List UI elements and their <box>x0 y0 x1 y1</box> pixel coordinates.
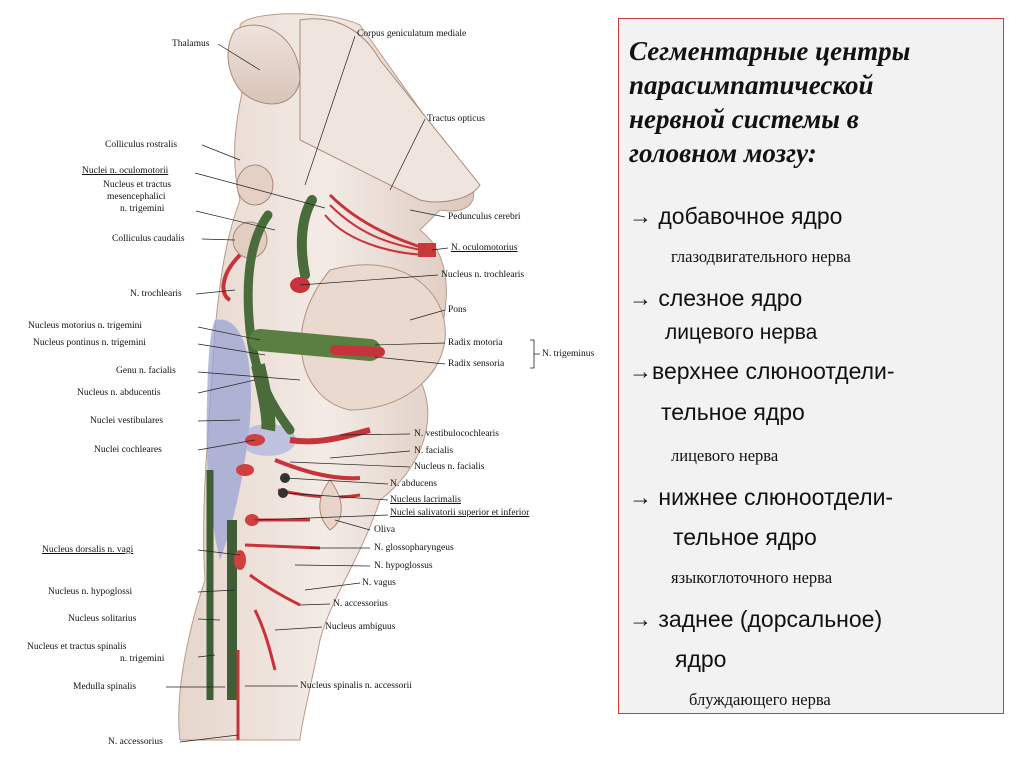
label-radix-motoria: Radix motoria <box>448 338 503 348</box>
label-nucleus-hypoglossi: Nucleus n. hypoglossi <box>48 587 133 597</box>
item-dorsal-vagal: → заднее (дорсальное) <box>629 606 883 632</box>
label-nucleus-abducentis: Nucleus n. abducentis <box>77 388 161 398</box>
brainstem-illustration <box>166 13 540 743</box>
label-n-trigeminus: N. trigeminus <box>542 349 595 359</box>
panel-heading-line-2: парасимпатической <box>629 70 874 100</box>
item-lacrimal-nucleus: → слезное ядро <box>629 285 803 311</box>
label-colliculus-caudalis: Colliculus caudalis <box>112 234 185 244</box>
label-n-facialis: N. facialis <box>414 446 454 456</box>
item-inferior-salivatory: → нижнее слюноотдели- <box>629 484 894 510</box>
label-n-accessorius-bottom: N. accessorius <box>108 737 163 747</box>
item-superior-salivatory: →верхнее слюноотдели- <box>629 358 895 384</box>
label-nucleus-pontinus-trig: Nucleus pontinus n. trigemini <box>33 338 146 348</box>
item-accessory-nucleus: → добавочное ядро <box>629 203 843 229</box>
item-superior-salivatory-cont: тельное ядро <box>661 399 805 425</box>
label-nucleus-tractus-mes-1: Nucleus et tractus <box>103 180 172 190</box>
label-oliva: Oliva <box>374 525 396 535</box>
label-radix-sensoria: Radix sensoria <box>448 359 505 369</box>
label-n-oculomotorius: N. oculomotorius <box>451 243 518 253</box>
label-n-accessorius: N. accessorius <box>333 599 388 609</box>
label-nucleus-facialis: Nucleus n. facialis <box>414 462 485 472</box>
item-accessory-nucleus-sub: глазодвигательного нерва <box>671 247 851 266</box>
label-n-vagus: N. vagus <box>362 578 396 588</box>
label-nucleus-spinalis-accessorii: Nucleus spinalis n. accessorii <box>300 681 412 691</box>
label-n-hypoglossus: N. hypoglossus <box>374 561 433 571</box>
label-n-glossopharyngeus: N. glossopharyngeus <box>374 543 454 553</box>
label-genu-facialis: Genu n. facialis <box>116 366 176 376</box>
label-nucleus-tractus-mes-3: n. trigemini <box>120 204 165 214</box>
label-thalamus: Thalamus <box>172 39 210 49</box>
item-dorsal-vagal-cont: ядро <box>675 646 727 672</box>
label-nuclei-cochleares: Nuclei cochleares <box>94 445 162 455</box>
item-lacrimal-nucleus-sub: лицевого нерва <box>665 321 818 344</box>
panel-heading-line-3: нервной системы в <box>629 104 859 134</box>
label-nucleus-spinalis-trig-1: Nucleus et tractus spinalis <box>27 642 127 652</box>
label-nucleus-dorsalis-vagi: Nucleus dorsalis n. vagi <box>42 545 134 555</box>
label-corpus-geniculatum: Corpus geniculatum mediale <box>357 29 467 39</box>
parasympathetic-centers-panel: Сегментарные центры парасимпатической не… <box>618 18 1004 714</box>
label-tractus-opticus: Tractus opticus <box>427 114 485 124</box>
label-nuclei-vestibulares: Nuclei vestibulares <box>90 416 164 426</box>
item-dorsal-vagal-sub: блуждающего нерва <box>689 690 831 709</box>
label-nucleus-trochlearis: Nucleus n. trochlearis <box>441 270 525 280</box>
panel-heading-line-4: головном мозгу: <box>629 138 817 168</box>
label-nucleus-motorius-trig: Nucleus motorius n. trigemini <box>28 321 142 331</box>
panel-heading-line-1: Сегментарные центры <box>629 36 911 66</box>
item-superior-salivatory-sub: лицевого нерва <box>671 446 779 465</box>
label-medulla-spinalis: Medulla spinalis <box>73 682 137 692</box>
item-inferior-salivatory-cont: тельное ядро <box>673 524 817 550</box>
label-n-vestibulocochlearis: N. vestibulocochlearis <box>414 429 499 439</box>
label-pons: Pons <box>448 305 467 315</box>
label-n-abducens: N. abducens <box>390 479 437 489</box>
label-nucleus-tractus-mes-2: mesencephalici <box>107 192 166 202</box>
label-colliculus-rostralis: Colliculus rostralis <box>105 140 178 150</box>
label-nuclei-oculomotorii: Nuclei n. oculomotorii <box>82 166 169 176</box>
label-nucleus-lacrimalis: Nucleus lacrimalis <box>390 495 461 505</box>
label-nucleus-solitarius: Nucleus solitarius <box>68 614 137 624</box>
label-nuclei-salivatorii: Nuclei salivatorii superior et inferior <box>390 508 530 518</box>
label-pedunculus: Pedunculus cerebri <box>448 212 521 222</box>
item-inferior-salivatory-sub: языкоглоточного нерва <box>671 568 833 587</box>
label-nucleus-ambiguus: Nucleus ambiguus <box>325 622 396 632</box>
brainstem-diagram: Thalamus Corpus geniculatum mediale Trac… <box>27 13 595 747</box>
label-n-trochlearis: N. trochlearis <box>130 289 182 299</box>
label-nucleus-spinalis-trig-2: n. trigemini <box>120 654 165 664</box>
